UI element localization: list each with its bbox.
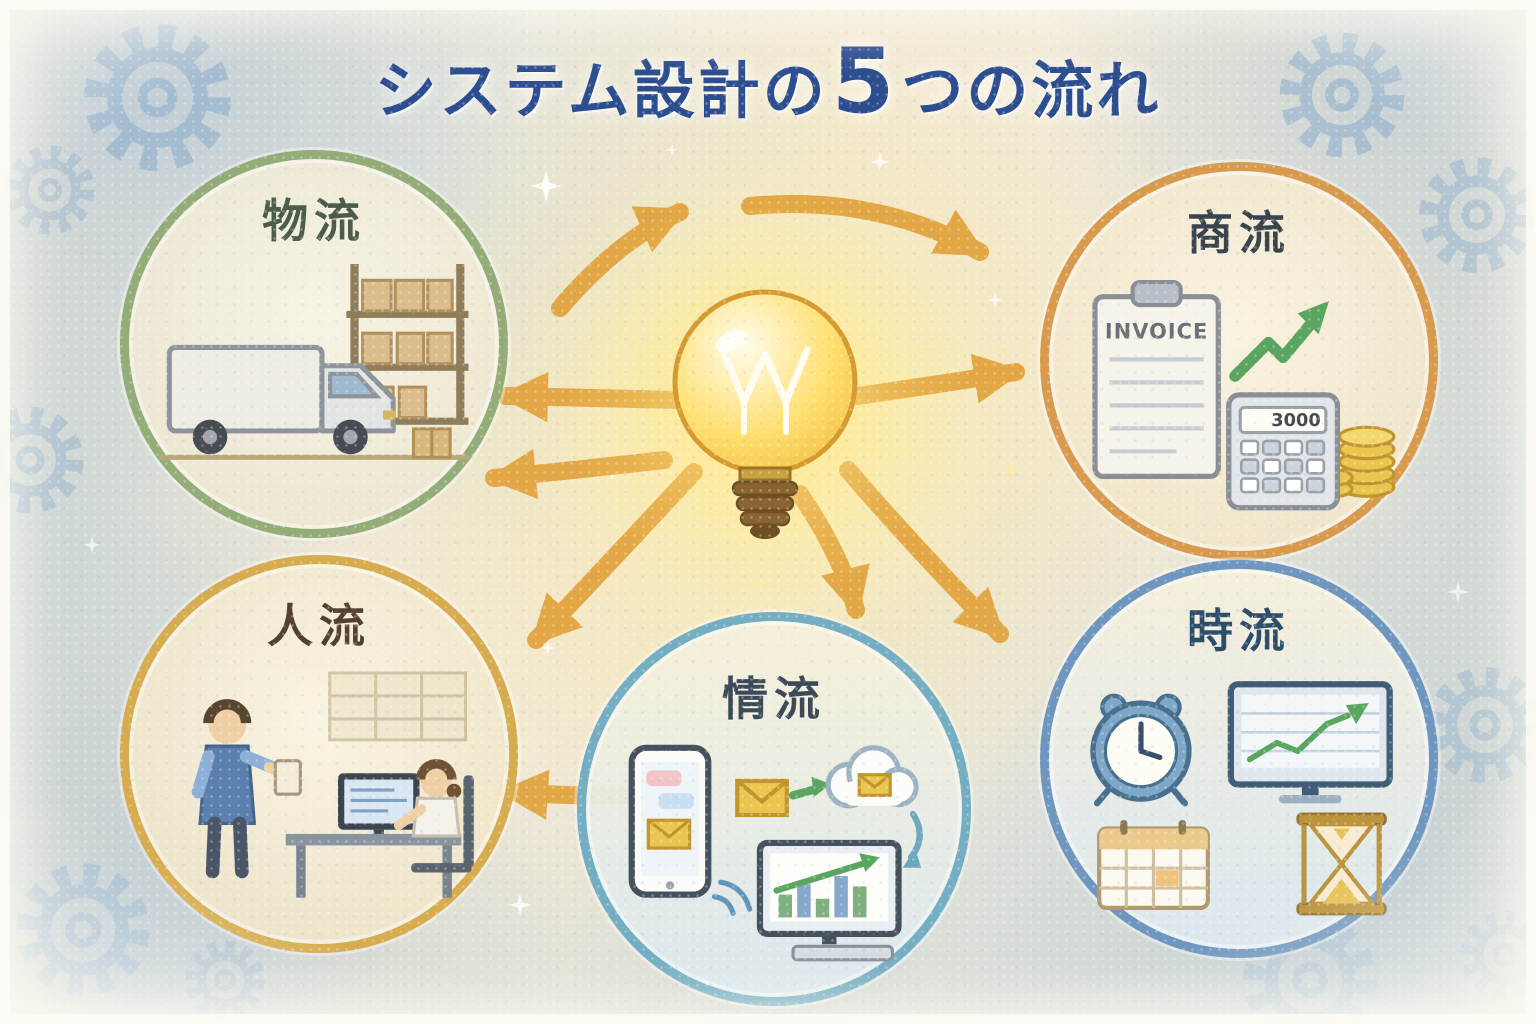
- send-arrow-icon: [788, 776, 830, 800]
- logistics-illustration: [159, 264, 469, 460]
- node-logistics-label: 物流: [262, 194, 366, 248]
- node-time-label: 時流: [1187, 604, 1291, 658]
- calculator-display: 3000: [1271, 411, 1320, 431]
- arrow-center-to-logistics-upper: [497, 371, 685, 423]
- node-logistics: 物流: [120, 150, 508, 538]
- node-commerce: 商流 INVOICE: [1040, 162, 1438, 560]
- arrow-center-to-people: [527, 463, 703, 649]
- arrow-logistics-to-top: [551, 203, 689, 317]
- wifi-waves-icon: [711, 879, 752, 916]
- monitor-chart-icon: [756, 839, 902, 962]
- cargo-box-icon: [412, 427, 452, 459]
- alarm-clock-icon: [1090, 693, 1192, 807]
- arrow-center-to-time: [839, 461, 1009, 643]
- node-time: 時流: [1040, 560, 1438, 958]
- smartphone-icon: [628, 744, 711, 898]
- people-illustration: [191, 671, 474, 898]
- sync-arrow-icon: [902, 810, 923, 868]
- monitor-graph-icon: [1227, 681, 1393, 804]
- hourglass-icon: [1296, 812, 1387, 916]
- calendar-icon: [1096, 820, 1210, 910]
- time-illustration: [1090, 681, 1393, 916]
- title-number: 5: [831, 29, 898, 134]
- title-suffix: つの流れ: [901, 54, 1162, 127]
- growth-arrow-icon: [1229, 300, 1329, 382]
- cloud-mail-icon: [825, 745, 919, 809]
- commerce-illustration: INVOICE: [1092, 279, 1396, 511]
- lightbulb-icon: [560, 195, 970, 605]
- arrow-center-to-information: [791, 485, 870, 619]
- background-shelf-icon: [327, 671, 467, 742]
- node-people-label: 人流: [267, 599, 371, 653]
- node-people: 人流: [120, 555, 518, 953]
- information-illustration: [628, 744, 923, 962]
- arrow-top-to-commerce: [741, 194, 989, 261]
- title-prefix: システム設計の: [374, 54, 828, 127]
- arrow-center-to-commerce: [849, 353, 1025, 405]
- node-commerce-label: 商流: [1187, 206, 1291, 260]
- page-title: システム設計の5つの流れ: [0, 37, 1536, 130]
- calculator-icon: 3000: [1225, 392, 1340, 511]
- mail-envelope-icon: [734, 778, 789, 818]
- node-information: 情流: [577, 612, 971, 1006]
- invoice-title: INVOICE: [1105, 319, 1208, 343]
- invoice-icon: INVOICE: [1092, 279, 1221, 480]
- arrow-center-to-logistics-lower: [485, 449, 673, 500]
- person-standing-icon: [191, 699, 302, 879]
